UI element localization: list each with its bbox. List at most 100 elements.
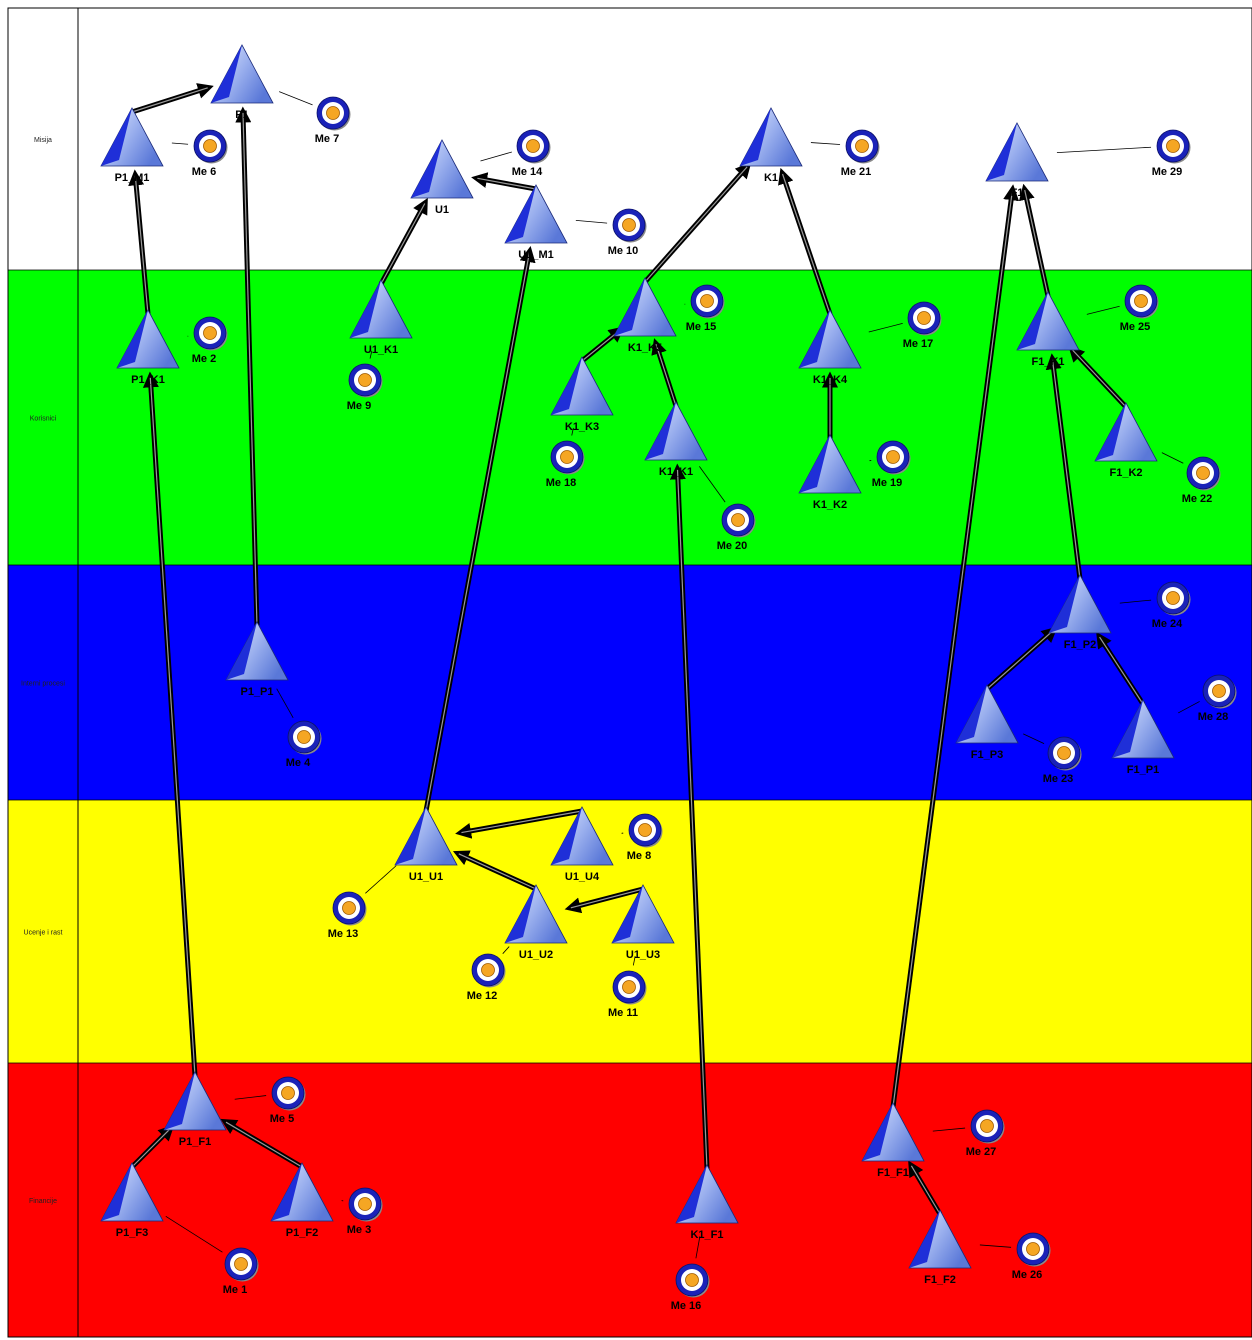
objective-u1-u1[interactable]: U1_U1 [394,806,458,883]
measure-me16[interactable]: Me 16 [671,1263,710,1312]
pyramid-shade [956,685,987,743]
objective-f1-p2[interactable]: F1_P2 [1048,574,1112,651]
objective-p1-p1[interactable]: P1_P1 [225,621,289,698]
measure-me18[interactable]: Me 18 [546,440,585,489]
objective-u1-u2[interactable]: U1_U2 [504,884,568,961]
measure-me3[interactable]: Me 3 [347,1187,383,1236]
link-highlight-K1_F1-K1_K1 [676,469,708,1170]
association-U1_K1-Me9 [369,350,373,359]
target-bullseye [481,963,495,977]
measure-me13[interactable]: Me 13 [328,891,367,940]
measure-label: Me 3 [347,1224,371,1236]
link-highlight-K1_K4-K1 [781,173,831,315]
measure-me23[interactable]: Me 23 [1043,736,1082,785]
objective-k1-k2[interactable]: K1_K2 [798,434,862,511]
measure-me25[interactable]: Me 25 [1120,284,1159,333]
measure-me1[interactable]: Me 1 [223,1247,259,1296]
measure-me17[interactable]: Me 17 [903,301,942,350]
objective-f1-k2[interactable]: F1_K2 [1094,402,1158,479]
objective-p1-f1[interactable]: P1_F1 [163,1071,227,1148]
objective-k1-k3[interactable]: K1_K3 [550,356,614,433]
measure-label: Me 14 [512,166,543,178]
measure-label: Me 6 [192,166,216,178]
measure-me9[interactable]: Me 9 [347,363,383,412]
pyramid-shade [211,45,242,103]
objective-label: F1_K1 [1031,356,1064,368]
objective-label: P1_F1 [179,1136,211,1148]
objective-k1-k1[interactable]: K1_K1 [644,401,708,478]
measure-me21[interactable]: Me 21 [841,129,880,178]
measure-label: Me 28 [1198,711,1229,723]
objective-p1-m1[interactable]: P1_M1 [100,107,164,184]
measure-me5[interactable]: Me 5 [270,1076,306,1125]
measure-label: Me 24 [1152,618,1183,630]
measure-me28[interactable]: Me 28 [1198,674,1237,723]
objective-p1-f2[interactable]: P1_F2 [270,1162,334,1239]
objective-f1-p3[interactable]: F1_P3 [955,684,1019,761]
measure-me29[interactable]: Me 29 [1152,129,1191,178]
link-highlight-P1_P1-P1 [242,112,258,627]
objective-k1-k4[interactable]: K1_K4 [798,309,862,386]
measure-me2[interactable]: Me 2 [192,316,228,365]
objective-p1-f3[interactable]: P1_F3 [100,1162,164,1239]
objective-k1[interactable]: K1 [739,107,803,184]
measure-me6[interactable]: Me 6 [192,129,228,178]
objective-f1-p1[interactable]: F1_P1 [1111,699,1175,776]
link-highlight-U1_U1-U1_M1 [425,252,531,812]
lane-label-financije: Financije [29,1198,57,1205]
objective-k1-k5[interactable]: K1_K5 [613,277,677,354]
measure-me4[interactable]: Me 4 [286,720,322,769]
pyramid-shade [271,1163,302,1221]
objective-k1-f1[interactable]: K1_F1 [675,1164,739,1241]
objective-label: K1_K1 [659,466,693,478]
measure-label: Me 18 [546,477,577,489]
measure-me27[interactable]: Me 27 [966,1109,1005,1158]
objective-f1[interactable]: F1 [985,122,1049,199]
link-highlight-F1_P1-F1_P2 [1099,636,1144,705]
measure-label: Me 21 [841,166,872,178]
objective-u1[interactable]: U1 [410,139,474,216]
association-F1_K2-Me22 [1161,452,1184,464]
objective-f1-f1[interactable]: F1_F1 [861,1102,925,1179]
measure-me12[interactable]: Me 12 [467,953,506,1002]
link-highlight-K1_K5-K1 [644,166,748,283]
pyramid-shade [350,280,381,338]
measure-me11[interactable]: Me 11 [608,970,647,1019]
link-highlight-K1_K3-K1_K5 [581,329,621,362]
measure-me24[interactable]: Me 24 [1152,581,1191,630]
measure-me8[interactable]: Me 8 [627,813,663,862]
measure-me20[interactable]: Me 20 [717,503,756,552]
objective-f1-f2[interactable]: F1_F2 [908,1209,972,1286]
objective-u1-k1[interactable]: U1_K1 [349,279,413,356]
target-bullseye [855,139,869,153]
target-bullseye [638,823,652,837]
measure-me10[interactable]: Me 10 [608,208,647,257]
pyramid-shade [101,1163,132,1221]
measure-me19[interactable]: Me 19 [872,440,911,489]
objective-label: F1_P2 [1064,639,1096,651]
measure-me15[interactable]: Me 15 [686,284,725,333]
measure-me26[interactable]: Me 26 [1012,1232,1051,1281]
pyramid-shade [909,1210,940,1268]
objective-f1-k1[interactable]: F1_K1 [1016,291,1080,368]
objective-p1[interactable]: P1 [210,44,274,121]
measure-me7[interactable]: Me 7 [315,96,351,145]
diagram-frame [7,7,1252,1338]
objective-label: U1_U2 [519,949,553,961]
link-highlight-F1_F2-F1_F1 [910,1165,941,1215]
objective-u1-m1[interactable]: U1_M1 [504,184,568,261]
measure-me22[interactable]: Me 22 [1182,456,1221,505]
pyramid-shade [164,1072,195,1130]
objective-label: U1_U1 [409,871,443,883]
objective-p1-k1[interactable]: P1_K1 [116,309,180,386]
association-F1_P3-Me23 [1023,733,1045,745]
objective-u1-u4[interactable]: U1_U4 [550,806,614,883]
measure-label: Me 23 [1043,773,1074,785]
objective-u1-u3[interactable]: U1_U3 [611,884,675,961]
link-highlight-U1_U2-U1_U1 [458,853,537,890]
link-highlight-P1_F3-P1_F1 [131,1128,171,1168]
measure-me14[interactable]: Me 14 [512,129,551,178]
association-U1_U2-Me12 [502,946,510,954]
measure-label: Me 8 [627,850,651,862]
objective-label: K1 [764,172,778,184]
